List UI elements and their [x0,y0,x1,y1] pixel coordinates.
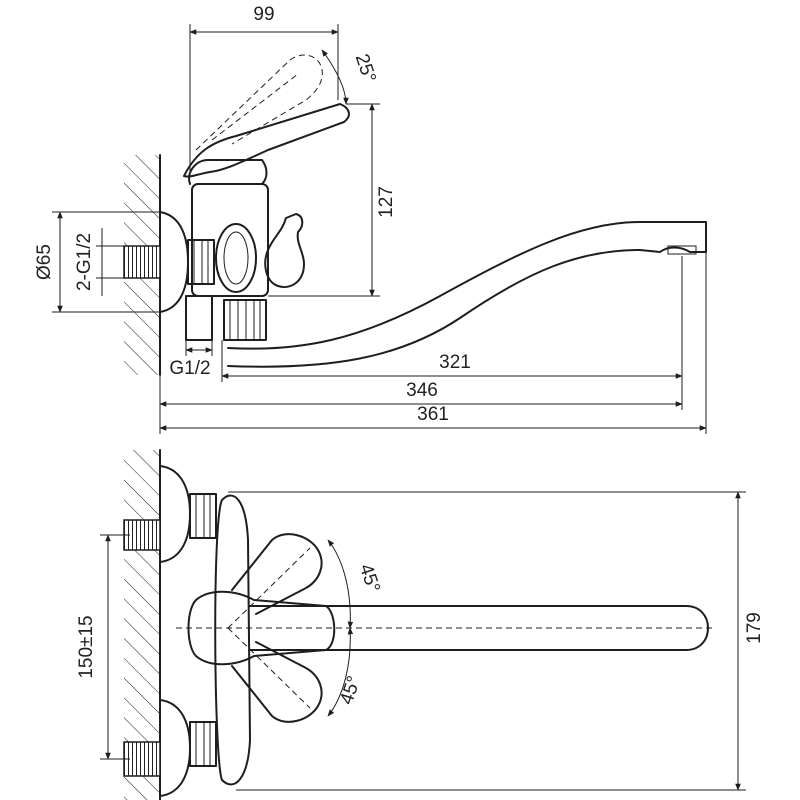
side-view: 99 25° 127 Ø65 2-G1/2 [34,4,707,434]
lever-lower-rotated [231,641,323,723]
lever-handle-side [183,103,350,178]
dim-connection-thread-label: 2-G1/2 [74,233,95,291]
dim-total-length: 361 [159,252,707,434]
lower-flange-top [159,699,191,797]
aerator-side [667,245,697,255]
dim-total-length-label: 361 [417,404,449,425]
dim-body-height-label: 127 [376,186,397,218]
diverter-knob-side [215,223,257,293]
union-nut-side [187,239,215,285]
dim-lever-angle-label: 25° [351,51,380,85]
mixer-body-top [214,494,251,786]
mixer-body-side [191,183,269,297]
dim-flange: Ø65 2-G1/2 [34,211,160,313]
diverter-handle-side [264,213,305,288]
dim-outlet-thread-label: G1/2 [169,358,210,379]
dim-body-height: 127 [268,103,397,297]
dim-center-distance: 150±15 [76,534,130,760]
upper-flange-top [159,465,191,563]
dim-overall-height-label: 179 [744,612,765,644]
dim-flange-diameter-label: Ø65 [34,244,55,280]
eccentric-connector-side [123,245,161,279]
dim-total-to-outlet-label: 346 [406,380,438,401]
dim-center-distance-label: 150±15 [76,615,97,678]
dim-outlet-thread: G1/2 [169,340,213,379]
lever-upper-rotated [231,533,323,615]
dim-spout-reach: 321 [221,256,683,382]
dim-total-to-outlet: 346 [159,375,683,434]
wall-flange-side [159,211,189,313]
dim-lever-angle: 25° [321,49,380,105]
dim-top-width-label: 99 [253,4,274,25]
dim-spout-reach-label: 321 [439,352,471,373]
lever-tilted-outline [195,54,323,151]
outlet-nut-side [223,299,267,341]
shower-connector-side [185,295,213,341]
spout-side [227,221,707,368]
top-view: 45° 45° 150±15 179 [76,449,765,800]
lever-center-top [187,590,336,666]
cartridge-cap-side [188,159,268,185]
dim-overall-height: 179 [228,491,765,791]
dim-angle-upper-label: 45° [355,561,384,595]
dim-angle-lower-label: 45° [336,673,365,707]
